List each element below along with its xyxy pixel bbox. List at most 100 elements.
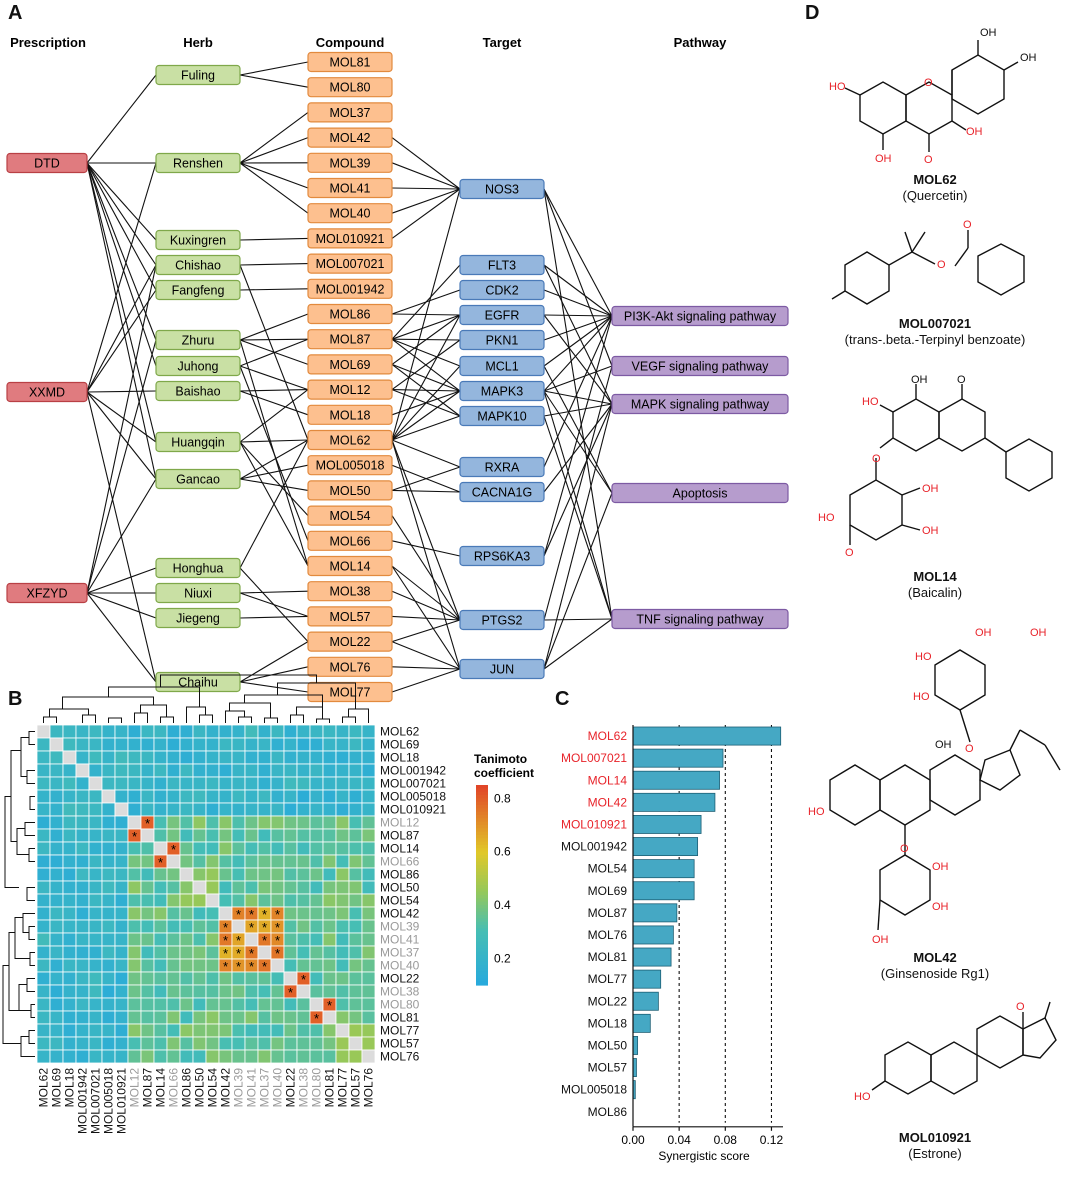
heatmap-cell (283, 880, 298, 895)
colorbar-swatch (476, 851, 488, 856)
herb-node: Juhong (155, 355, 241, 377)
network-edge (239, 365, 309, 391)
heatmap-cell (296, 919, 311, 934)
heatmap-cell (88, 750, 103, 765)
heatmap-cell (101, 724, 116, 739)
heatmap-cell (361, 1023, 376, 1038)
heatmap-row-label: MOL14 (380, 842, 420, 856)
heatmap-cell (335, 802, 350, 817)
heatmap-cell (36, 789, 51, 804)
heatmap-cell (114, 1023, 129, 1038)
atom-label: OH (932, 861, 949, 873)
heatmap-cell (309, 724, 324, 739)
network-edge (239, 389, 309, 392)
colorbar-swatch (476, 928, 488, 933)
network-edge (86, 162, 157, 480)
heatmap-cell (36, 750, 51, 765)
heatmap-cell (348, 997, 363, 1012)
heatmap-cell (166, 984, 181, 999)
heatmap-cell (153, 737, 168, 752)
heatmap-cell (218, 789, 233, 804)
colorbar-swatch (476, 978, 488, 983)
heatmap-cell (166, 997, 181, 1012)
bar (632, 903, 678, 923)
heatmap-cell (127, 802, 142, 817)
atom-label: HO (854, 1091, 871, 1103)
heatmap-cell (309, 867, 324, 882)
network-edge (543, 415, 613, 620)
heatmap-cell (62, 815, 77, 830)
svg-text:Fuling: Fuling (181, 69, 215, 83)
heatmap-cell (257, 828, 272, 843)
heatmap-cell (179, 1023, 194, 1038)
heatmap-cell (244, 789, 259, 804)
heatmap-cell (309, 945, 324, 960)
heatmap-cell (101, 1010, 116, 1025)
bar (632, 1036, 639, 1055)
atom-label: O (845, 547, 854, 559)
heatmap-cell (361, 763, 376, 778)
colorbar-tick: 0.2 (494, 951, 511, 965)
network-edge (239, 590, 309, 594)
heatmap-cell (309, 1036, 324, 1051)
heatmap-cell (88, 841, 103, 856)
heatmap-cell (114, 1010, 129, 1025)
heatmap-cell (153, 828, 168, 843)
network-edge (543, 289, 613, 317)
network-edge (239, 338, 309, 367)
heatmap-cell (75, 997, 90, 1012)
heatmap-cell (114, 724, 129, 739)
network-edge (543, 188, 613, 620)
heatmap-cell (179, 724, 194, 739)
bar (632, 726, 782, 746)
heatmap-cell (348, 932, 363, 947)
heatmap-cell (166, 1023, 181, 1038)
heatmap-cell (114, 750, 129, 765)
heatmap-cell (166, 750, 181, 765)
estrone-structure (871, 1001, 1057, 1095)
atom-label: OH (1020, 52, 1037, 64)
atom-label: OH (935, 739, 952, 751)
heatmap-cell (348, 1036, 363, 1051)
svg-text:MOL57: MOL57 (330, 610, 371, 624)
atom-label: HO (818, 512, 835, 524)
heatmap-cell (88, 1023, 103, 1038)
network-edge (391, 415, 461, 441)
heatmap-cell (309, 763, 324, 778)
network-edge (391, 137, 461, 190)
heatmap-cell (270, 724, 285, 739)
colorbar-title: Tanimoto (474, 752, 527, 766)
heatmap-cell (244, 724, 259, 739)
heatmap-cell (335, 1023, 350, 1038)
heatmap-cell (140, 1049, 155, 1064)
atom-label: OH (872, 934, 889, 946)
svg-text:Jiegeng: Jiegeng (176, 612, 220, 626)
heatmap-cell (361, 932, 376, 947)
herb-node: Jiegeng (155, 607, 241, 629)
heatmap-cell (335, 971, 350, 986)
atom-label: HO (829, 81, 846, 93)
network-edge (391, 188, 461, 239)
heatmap-cell (348, 984, 363, 999)
heatmap-cell (49, 763, 64, 778)
heatmap-cell (257, 789, 272, 804)
heatmap-col-label: MOL22 (284, 1068, 298, 1108)
significance-star: * (275, 920, 280, 935)
heatmap-cell (179, 867, 194, 882)
network-edge (391, 339, 461, 391)
heatmap-cell (270, 828, 285, 843)
heatmap-cell (36, 893, 51, 908)
heatmap-cell (322, 893, 337, 908)
heatmap-cell (36, 880, 51, 895)
molecule-structures (829, 40, 1061, 1095)
prescription-node: XFZYD (6, 582, 88, 604)
network-edge (543, 390, 613, 620)
heatmap-cell (309, 984, 324, 999)
significance-star: * (236, 907, 241, 922)
atom-label: O (937, 259, 946, 271)
heatmap-cell (361, 815, 376, 830)
molecule-name: MOL42 (913, 950, 957, 965)
heatmap-cell (270, 1049, 285, 1064)
heatmap-cell (49, 724, 64, 739)
significance-star: * (249, 920, 254, 935)
